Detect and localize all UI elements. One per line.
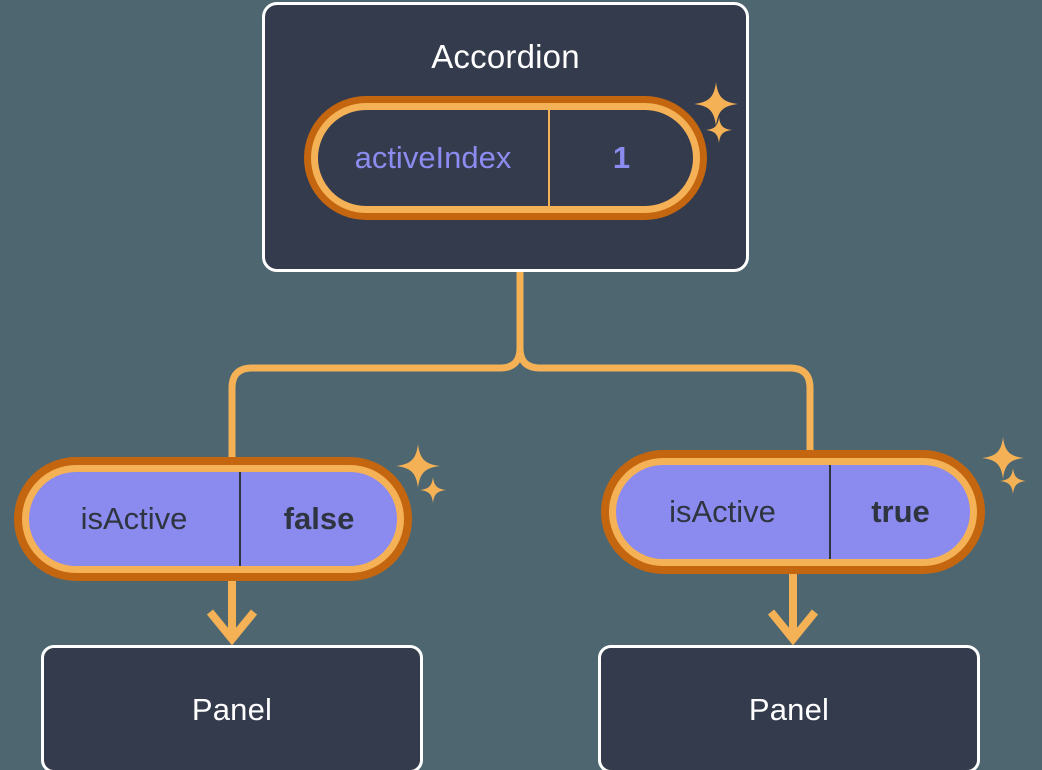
arrow-right-state-to-panel <box>767 572 819 646</box>
state-key-label: isActive <box>616 465 831 559</box>
state-pill-is-active-left[interactable]: isActive false <box>22 465 404 573</box>
sparkle-icon <box>1000 468 1026 494</box>
panel-title: Panel <box>748 692 830 727</box>
connector-root-to-left <box>228 272 524 468</box>
state-pill-inner: isActive false <box>29 472 397 566</box>
state-key-label: isActive <box>29 472 241 566</box>
sparkle-icon <box>982 437 1024 479</box>
panel-title: Panel <box>191 692 273 727</box>
state-pill-active-index[interactable]: activeIndex 1 <box>311 103 700 213</box>
state-key-label: activeIndex <box>318 110 550 206</box>
panel-component-card-right[interactable]: Panel <box>598 645 980 770</box>
panel-component-card-left[interactable]: Panel <box>41 645 423 770</box>
sparkle-icon <box>420 477 446 503</box>
state-pill-inner: activeIndex 1 <box>318 110 693 206</box>
state-pill-inner: isActive true <box>616 465 970 559</box>
accordion-title: Accordion <box>431 38 580 75</box>
state-pill-is-active-right[interactable]: isActive true <box>609 458 977 566</box>
arrow-left-state-to-panel <box>206 578 258 646</box>
state-value-label: 1 <box>612 140 631 175</box>
sparkle-icon <box>396 444 440 488</box>
state-value-label: true <box>871 494 930 529</box>
state-value-label: false <box>283 501 355 536</box>
connector-root-to-right <box>516 272 814 460</box>
